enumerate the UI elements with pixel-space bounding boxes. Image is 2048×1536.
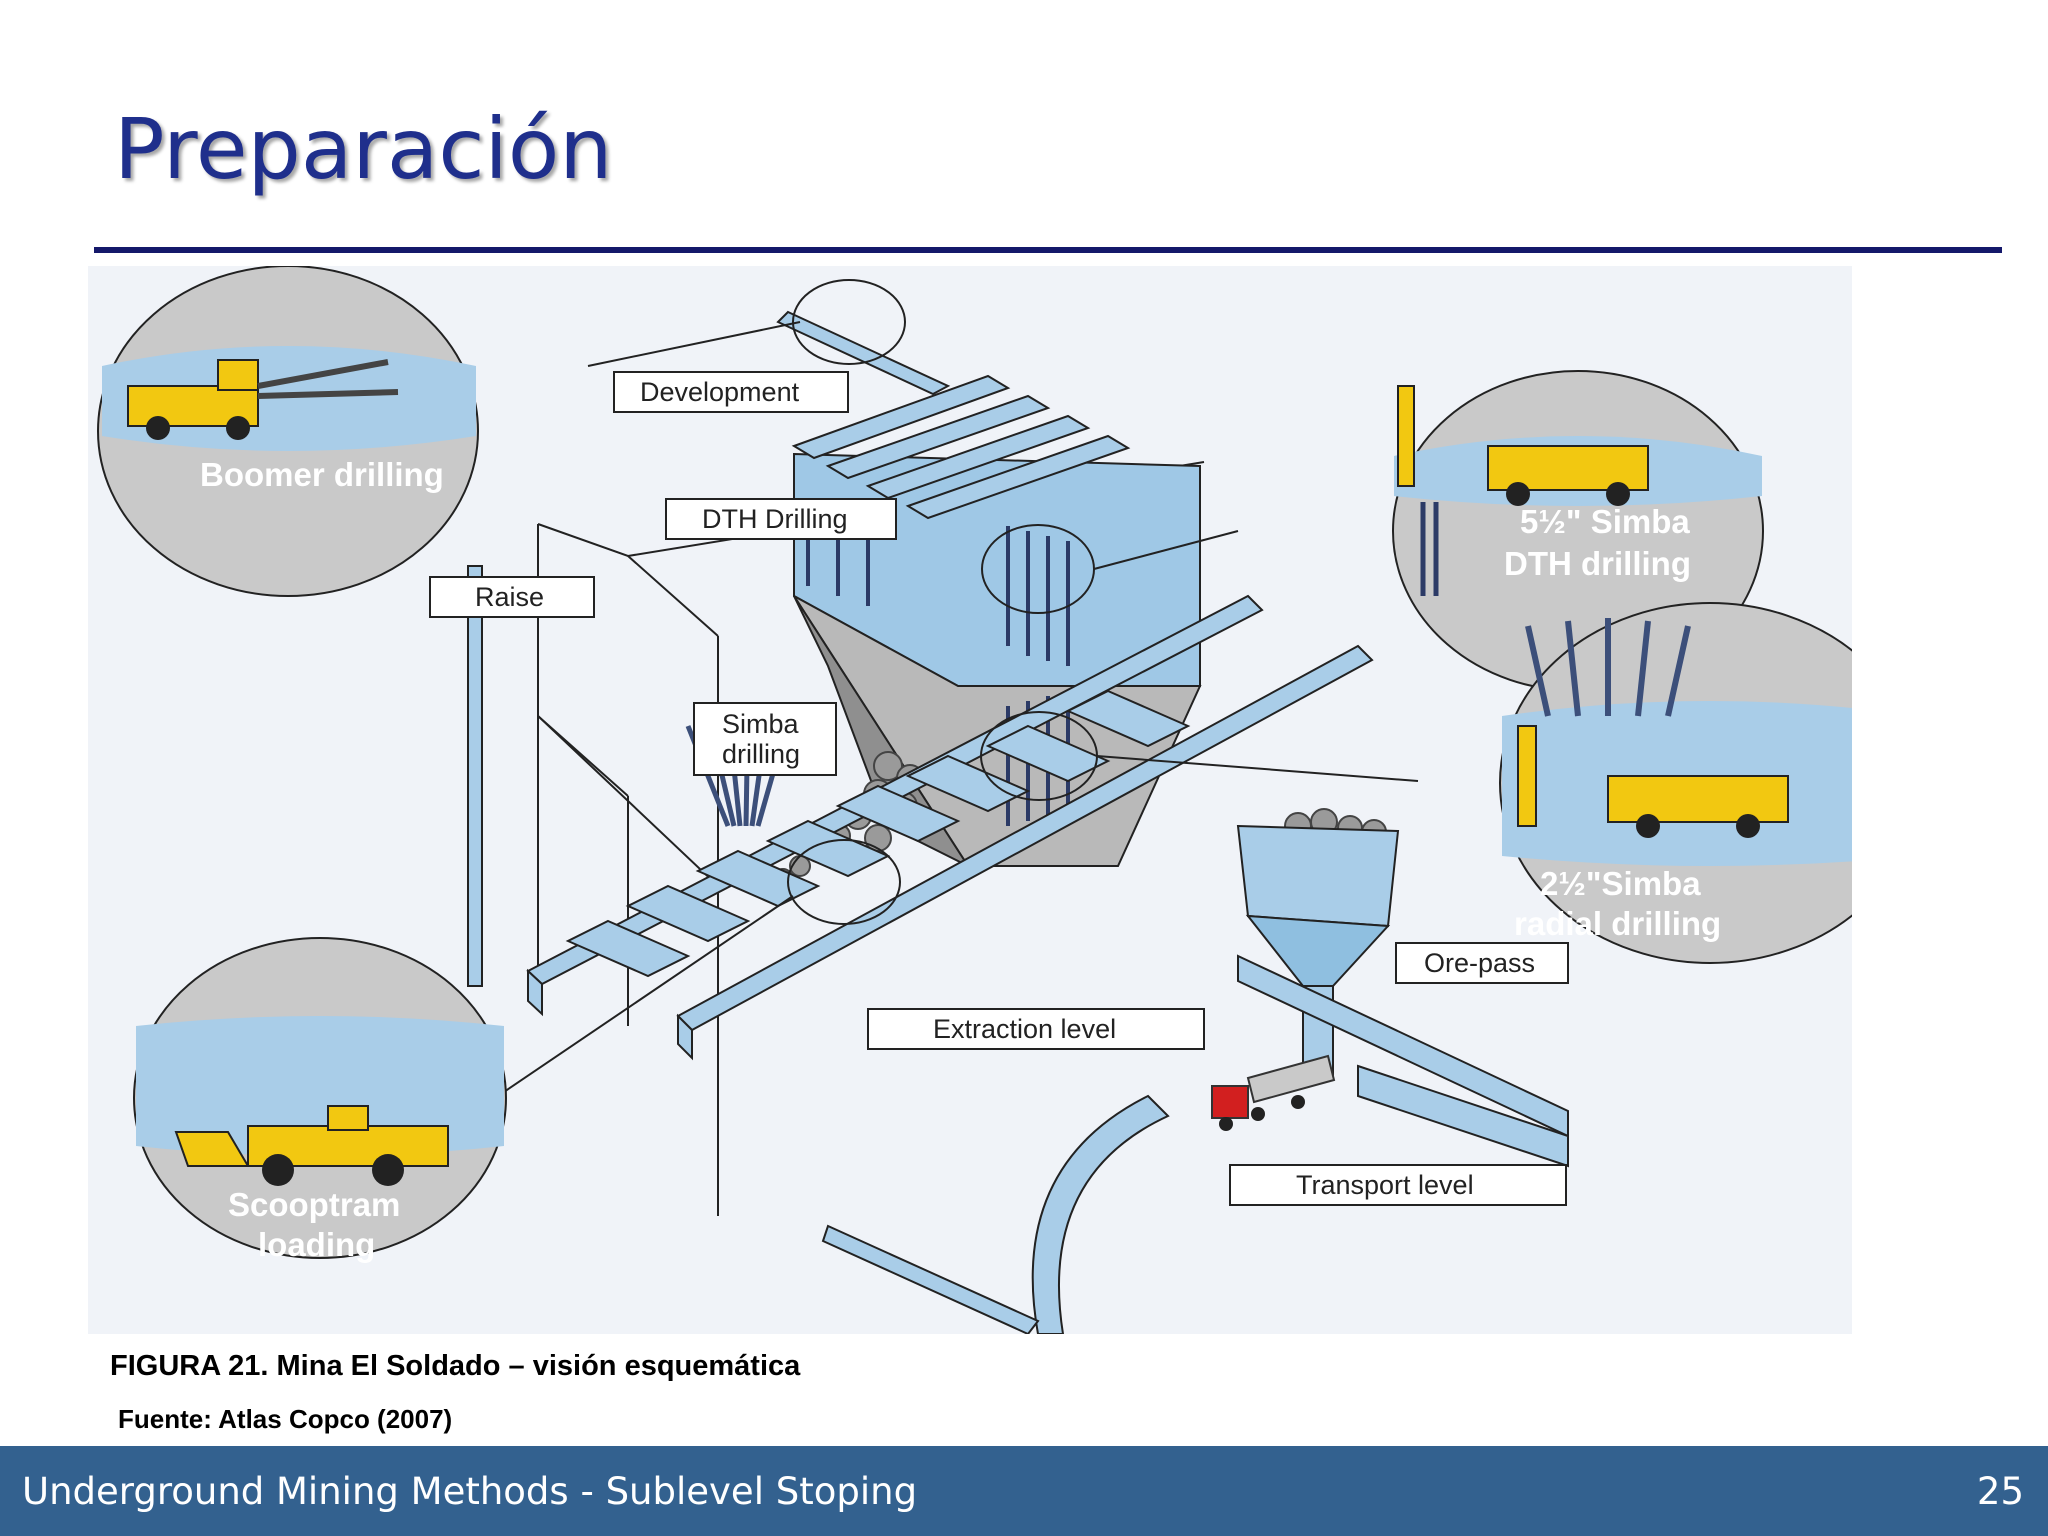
raise-shaft (467, 565, 483, 987)
figure-source: Fuente: Atlas Copco (2007) (118, 1404, 453, 1434)
label-raise: Raise (429, 576, 595, 618)
haul-truck (1211, 1054, 1336, 1131)
boomer-drilling-callout: Boomer drilling (97, 266, 479, 597)
simba-radial-callout: 2½"Simba radial drilling (1499, 602, 1852, 964)
label-transport-level: Transport level (1229, 1164, 1567, 1206)
transport-level-drifts (821, 954, 1569, 1334)
leader-lines (497, 321, 1419, 1097)
label-extraction-level-text: Extraction level (933, 1014, 1116, 1044)
label-development: Development (613, 371, 849, 413)
label-ore-pass-text: Ore-pass (1424, 948, 1535, 978)
page-number: 25 (1976, 1470, 2024, 1513)
scooptram-label-line1: Scooptram (228, 1186, 400, 1223)
slide-title: Preparación (114, 100, 613, 198)
footer-title: Underground Mining Methods - Sublevel St… (22, 1470, 918, 1513)
title-divider (94, 247, 2002, 253)
label-dth-drilling-text: DTH Drilling (702, 504, 848, 534)
label-simba-drilling: Simba drilling (693, 702, 837, 776)
extraction-level-drifts (526, 594, 1374, 1061)
scooptram-label-line2: loading (258, 1226, 375, 1263)
simba-radial-label-line2: radial drilling (1514, 905, 1721, 942)
boomer-callout-label: Boomer drilling (200, 456, 444, 493)
scooptram-icon (174, 1105, 449, 1186)
label-ore-pass: Ore-pass (1395, 942, 1569, 984)
label-raise-text: Raise (475, 582, 544, 612)
simba-radial-label-line1: 2½"Simba (1540, 865, 1701, 902)
label-dth-drilling: DTH Drilling (665, 498, 897, 540)
mine-schematic-figure: Boomer drilling 5½" Simba DTH drilling (88, 266, 1852, 1334)
label-development-text: Development (640, 377, 800, 407)
scooptram-callout: Scooptram loading (133, 937, 507, 1263)
label-transport-level-text: Transport level (1296, 1170, 1474, 1200)
label-simba-line2: drilling (722, 739, 800, 769)
development-drifts (776, 310, 1131, 520)
figure-caption: FIGURA 21. Mina El Soldado – visión esqu… (110, 1350, 801, 1382)
label-simba-line1: Simba (722, 709, 800, 739)
mine-schematic-diagram: Boomer drilling 5½" Simba DTH drilling (97, 266, 1852, 1334)
footer-bar: Underground Mining Methods - Sublevel St… (0, 1446, 2048, 1536)
simba-dth-label-line1: 5½" Simba (1520, 503, 1690, 540)
simba-radial-rig-icon (1517, 618, 1789, 838)
boomer-rig-icon (127, 359, 399, 440)
simba-dth-label-line2: DTH drilling (1504, 545, 1691, 582)
simba-dth-rig-icon (1397, 385, 1649, 596)
label-extraction-level: Extraction level (867, 1008, 1205, 1050)
